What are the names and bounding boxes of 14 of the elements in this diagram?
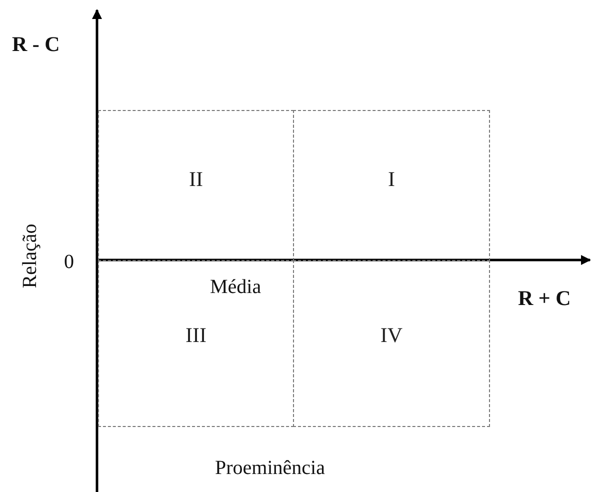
axis-label: Relação — [20, 224, 40, 288]
axis-label: R - C — [12, 34, 60, 55]
quadrant-box — [293, 110, 490, 261]
quadrant-numeral: II — [189, 169, 203, 190]
quadrant-box — [293, 260, 490, 427]
axis-label: R + C — [518, 288, 571, 309]
axis-label: 0 — [64, 252, 74, 272]
quadrant-box — [98, 110, 294, 261]
axis-label: Média — [210, 277, 262, 297]
quadrant-box — [98, 260, 294, 427]
quadrant-numeral: IV — [380, 325, 403, 346]
axis-label: Proeminência — [215, 458, 325, 478]
quadrant-numeral: III — [186, 325, 206, 346]
quadrant-numeral: I — [388, 169, 395, 190]
